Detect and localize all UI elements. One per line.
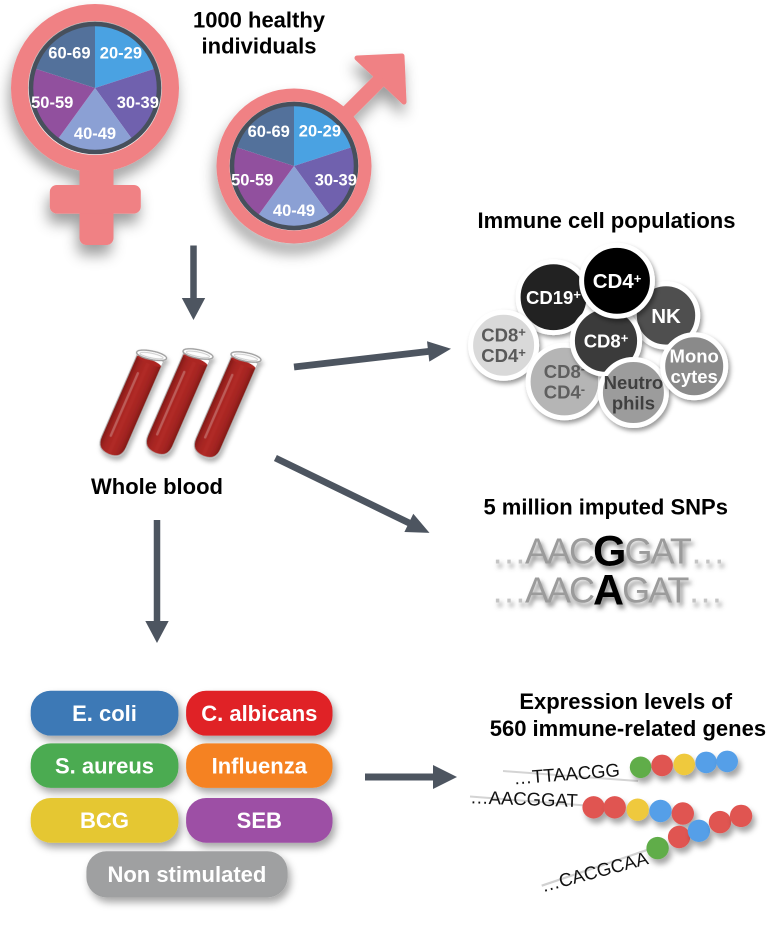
svg-text:40-49: 40-49 — [74, 125, 116, 143]
svg-text:cytes: cytes — [671, 366, 718, 387]
svg-text:Expression levels of: Expression levels of — [519, 689, 732, 714]
svg-text:Influenza: Influenza — [212, 753, 308, 778]
svg-text:SEB: SEB — [237, 808, 282, 833]
svg-text:20-29: 20-29 — [100, 44, 142, 62]
svg-text:phils: phils — [612, 392, 655, 413]
svg-text:S. aureus: S. aureus — [55, 753, 154, 778]
svg-text:C. albicans: C. albicans — [201, 701, 317, 726]
svg-text:30-39: 30-39 — [117, 94, 159, 112]
svg-text:E. coli: E. coli — [72, 701, 137, 726]
svg-text:CD4+: CD4+ — [593, 270, 642, 293]
svg-text:individuals: individuals — [202, 34, 317, 59]
svg-text:BCG: BCG — [80, 808, 129, 833]
svg-text:CD8-: CD8- — [544, 361, 585, 382]
svg-text:…AACGGAT…: …AACGGAT… — [491, 527, 724, 575]
svg-text:Mono: Mono — [670, 346, 719, 367]
svg-text:1000 healthy: 1000 healthy — [193, 8, 326, 33]
svg-text:CD8+: CD8+ — [481, 325, 526, 346]
svg-text:CD4-: CD4- — [544, 382, 585, 403]
svg-text:50-59: 50-59 — [31, 94, 73, 112]
svg-text:Whole blood: Whole blood — [91, 474, 223, 499]
svg-text:Neutro: Neutro — [604, 372, 664, 393]
svg-text:Immune cell populations: Immune cell populations — [478, 208, 736, 233]
svg-text:CD4+: CD4+ — [481, 345, 526, 366]
svg-text:560 immune-related genes: 560 immune-related genes — [490, 716, 766, 741]
svg-text:5 million imputed SNPs: 5 million imputed SNPs — [483, 494, 727, 519]
svg-text:60-69: 60-69 — [248, 123, 290, 141]
svg-text:60-69: 60-69 — [48, 45, 90, 63]
svg-text:30-39: 30-39 — [315, 172, 357, 190]
svg-text:CD19+: CD19+ — [526, 287, 581, 308]
svg-text:40-49: 40-49 — [273, 202, 315, 220]
svg-text:NK: NK — [651, 305, 681, 328]
svg-text:CD8+: CD8+ — [584, 330, 629, 351]
svg-text:…AACAGAT…: …AACAGAT… — [491, 566, 721, 614]
svg-text:20-29: 20-29 — [299, 122, 341, 140]
svg-text:50-59: 50-59 — [231, 172, 273, 190]
svg-text:…AACGGAT: …AACGGAT — [470, 786, 578, 811]
svg-text:Non stimulated: Non stimulated — [107, 862, 266, 887]
